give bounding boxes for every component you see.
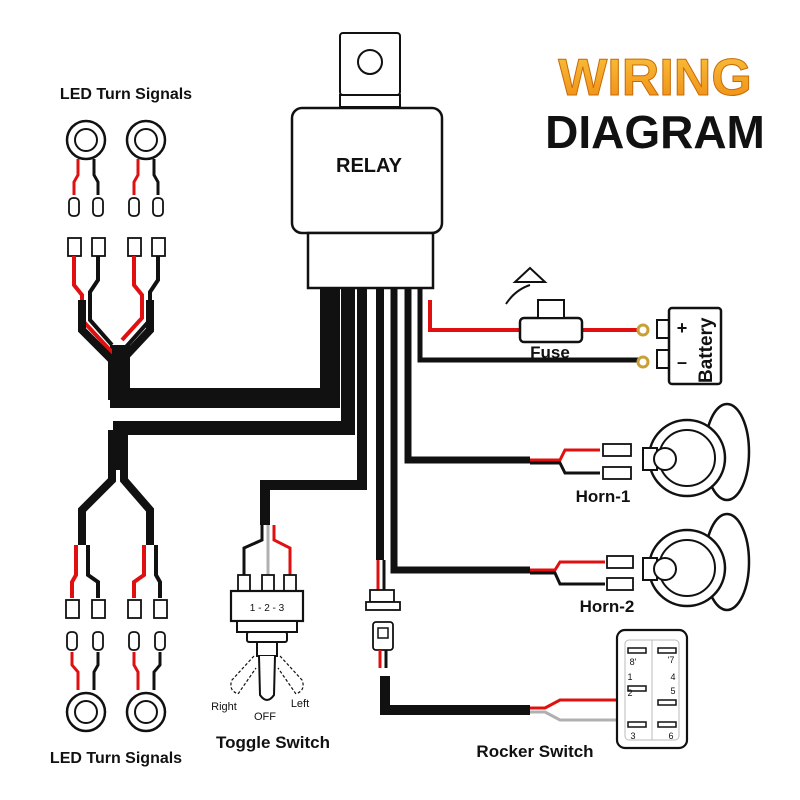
- toggle-switch-body: [229, 589, 305, 623]
- led-top-label: LED Turn Signals: [60, 86, 192, 103]
- title-line-1: WIRING: [558, 49, 752, 107]
- battery: + – Battery: [636, 306, 723, 386]
- rocker-pin-1: 1: [627, 672, 632, 682]
- rocker-pin-2: 2: [627, 688, 632, 698]
- toggle-right-label: Right: [211, 701, 237, 713]
- battery-label: Battery: [696, 317, 717, 383]
- horn-1: Horn-1: [530, 402, 751, 506]
- toggle-off-label: OFF: [254, 711, 276, 723]
- rocker-pin-8: 8': [630, 657, 637, 667]
- rocker-pin-5: 5: [670, 686, 675, 696]
- horn-2-label: Horn-2: [580, 597, 635, 616]
- rocker-switch-label: Rocker Switch: [476, 742, 593, 761]
- toggle-left-label: Left: [291, 698, 309, 710]
- title-line-2: DIAGRAM: [545, 106, 765, 158]
- toggle-terminals: 1 - 2 - 3: [250, 603, 285, 614]
- fuse: Fuse: [505, 266, 584, 362]
- rocker-wiring: [365, 560, 630, 722]
- battery-body: [667, 306, 723, 386]
- relay-mount-hole: [357, 49, 383, 75]
- relay: RELAY: [290, 32, 444, 290]
- rocker-pin-3: 3: [630, 731, 635, 741]
- led-turn-signals-bottom: LED Turn Signals: [50, 430, 182, 767]
- horn-2: Horn-2: [530, 512, 751, 616]
- relay-label: RELAY: [336, 155, 403, 177]
- rocker-pin-4: 4: [670, 672, 675, 682]
- toggle-lever: [258, 655, 276, 701]
- toggle-switch: 1 - 2 - 3 Right OFF Left Toggle Switch: [211, 525, 330, 752]
- fuse-label: Fuse: [530, 343, 570, 362]
- relay-socket: [306, 231, 435, 290]
- horn-1-label: Horn-1: [576, 487, 631, 506]
- led-turn-signals-top: LED Turn Signals: [60, 86, 192, 400]
- rocker-switch: 8' '7 1 4 2 5 3 6 Rocker Switch: [476, 628, 689, 761]
- battery-positive-terminal: [636, 323, 650, 337]
- fuse-holder: [518, 316, 584, 344]
- battery-positive-wire: [428, 300, 520, 332]
- battery-minus: –: [677, 352, 687, 372]
- led-bottom-label: LED Turn Signals: [50, 750, 182, 767]
- battery-plus: +: [677, 318, 688, 338]
- rocker-pin-7: '7: [668, 655, 675, 665]
- battery-negative-terminal: [636, 355, 650, 369]
- rocker-pin-6: 6: [668, 731, 673, 741]
- toggle-switch-label: Toggle Switch: [216, 733, 330, 752]
- title: WIRING DIAGRAM: [545, 49, 765, 159]
